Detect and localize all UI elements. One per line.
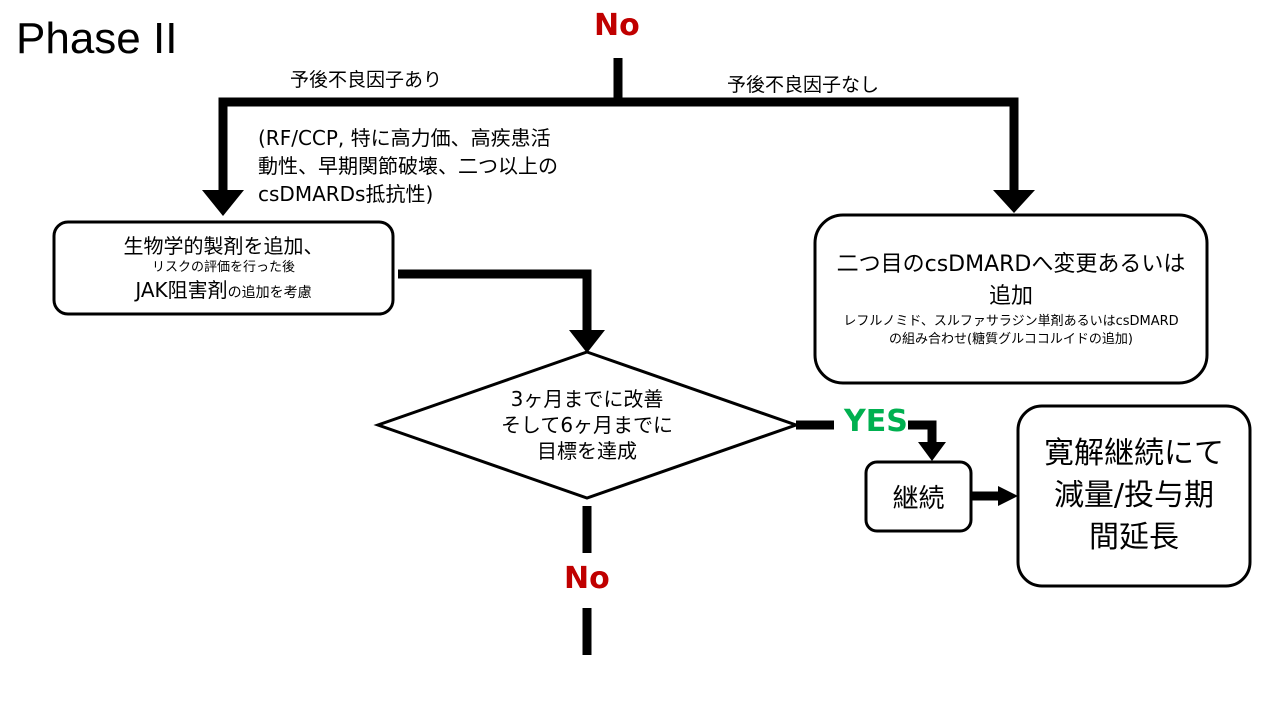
second-csdmard-box: 二つ目のcsDMARDへ変更あるいは 追加 レフルノミド、スルファサラジン単剤あ… [815, 215, 1207, 383]
right-box-main-line1: 二つ目のcsDMARDへ変更あるいは [836, 252, 1186, 277]
branch-bar [218, 97, 1019, 192]
poor-prognosis-criteria: (RF/CCP, 特に高力価、高疾患活動性、早期関節破壊、二つ以上のcsDMAR… [258, 126, 558, 206]
right-branch-arrowhead [993, 190, 1035, 213]
page-title: Phase II [16, 14, 178, 63]
left-box-to-diamond-connector [398, 269, 592, 332]
remission-line2: 減量/投与期 [1053, 478, 1215, 513]
decision-line2: そして6ヶ月までに [500, 413, 674, 437]
branch-label-poor-prognosis: 予後不良因子あり [290, 69, 443, 91]
yes-connector-right [908, 420, 937, 444]
remission-line3: 間延長 [1089, 520, 1179, 555]
right-box-small-line1: レフルノミド、スルファサラジン単剤あるいはcsDMARD [843, 314, 1179, 329]
jak-inhibitor-text: JAK阻害剤 [135, 278, 228, 302]
left-box-line2: リスクの評価を行った後 [151, 260, 295, 275]
right-box-main-line2: 追加 [988, 284, 1033, 309]
left-box-line3: JAK阻害剤の追加を考慮 [135, 277, 311, 303]
remission-line1: 寛解継続にて [1044, 436, 1224, 471]
continue-box-label: 継続 [892, 484, 945, 514]
decision-line1: 3ヶ月までに改善 [510, 387, 664, 411]
decision-diamond [373, 350, 801, 500]
yes-label: YES [844, 404, 908, 439]
decision-line3: 目標を達成 [537, 439, 637, 463]
continue-box: 継続 [866, 462, 971, 531]
target-achievement-decision: 3ヶ月までに改善 そして6ヶ月までに 目標を達成 [378, 352, 796, 498]
left-box-line3-suffix: の追加を考慮 [227, 285, 312, 301]
left-box-border [52, 220, 395, 316]
left-box-line1: 生物学的製剤を追加、 [123, 234, 324, 258]
diamond-arrowhead [569, 330, 605, 353]
left-branch-arrowhead [202, 190, 244, 216]
right-box-border [813, 213, 1209, 385]
remission-arrowhead [998, 486, 1018, 506]
remission-taper-box: 寛解継続にて 減量/投与期 間延長 [1018, 406, 1250, 586]
right-box-small-line2: の組み合わせ(糖質グルココルイドの追加) [889, 332, 1133, 347]
continue-arrowhead [918, 442, 946, 461]
continue-box-border [864, 460, 973, 533]
top-no-label: No [594, 8, 640, 43]
bottom-no-label: No [564, 561, 610, 596]
branch-label-no-poor-prognosis: 予後不良因子なし [727, 74, 880, 96]
add-biologic-box: 生物学的製剤を追加、 リスクの評価を行った後 JAK阻害剤の追加を考慮 [54, 222, 393, 314]
